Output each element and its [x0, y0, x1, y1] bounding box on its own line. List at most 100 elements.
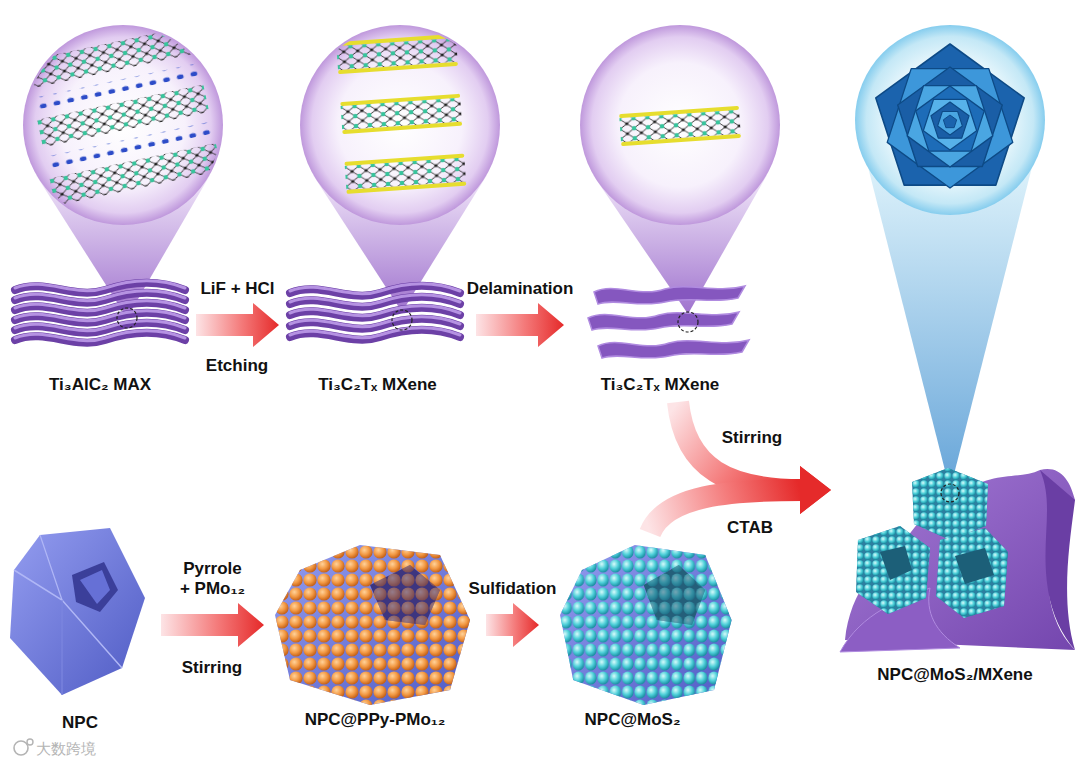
- material-stage: NPC@MoS₂/MXene: [835, 460, 1075, 690]
- sheet: [15, 331, 185, 343]
- polyhedron-hollow: [370, 565, 440, 625]
- polyhedron-hollow: [72, 562, 118, 612]
- process-arrow: [476, 303, 564, 347]
- polyhedron-hollow: [644, 565, 706, 625]
- process-arrow: [161, 603, 264, 647]
- cluster-hollow: [880, 546, 912, 580]
- arrow-shape: [161, 603, 264, 647]
- mxene-slab: [619, 106, 741, 146]
- petal: [941, 114, 957, 131]
- arrow-band: [650, 490, 802, 533]
- sheet: [598, 340, 749, 358]
- cluster: [856, 526, 930, 614]
- step-note: Etching: [206, 356, 268, 376]
- polyhedron-edge: [61, 600, 62, 695]
- step-note: CTAB: [727, 518, 773, 538]
- step-reagent: Sulfidation: [469, 579, 557, 599]
- magnifier: [855, 25, 1045, 490]
- coated-polyhedron: [275, 545, 470, 705]
- watermark: 大数跨境: [36, 739, 96, 759]
- arrow-shape: [196, 303, 279, 347]
- stage-label: NPC@MoS₂/MXene: [877, 665, 1032, 685]
- watermark-logo: [14, 739, 33, 755]
- magnifier-circle: [300, 25, 500, 225]
- delaminated-sheets: [588, 286, 749, 358]
- mos2-flower: [868, 32, 1040, 202]
- magnifier: [580, 25, 780, 314]
- magnifier-circle: [855, 25, 1045, 215]
- step-reagent: Pyrrole + PMo₁₂: [178, 559, 247, 599]
- material-stage: Ti₃AlC₂ MAX: [10, 270, 190, 400]
- polyhedron-body: [275, 545, 470, 705]
- sheet: [290, 328, 460, 340]
- coated-polyhedron: [560, 545, 732, 705]
- material-stage: NPC@PPy-PMo₁₂: [270, 535, 480, 735]
- sheet: [588, 312, 739, 330]
- mos2-coating: [644, 565, 706, 625]
- magnifier: [300, 25, 500, 312]
- polyhedron-hollow: [80, 570, 110, 604]
- stage-label: NPC@MoS₂: [585, 710, 681, 730]
- material-stage: Ti₃C₂Tₓ MXene: [285, 270, 470, 400]
- cluster: [936, 528, 1008, 618]
- process-arrow: [486, 603, 539, 647]
- material-stage: Ti₃C₂Tₓ MXene: [570, 270, 750, 400]
- step-note: Stirring: [182, 658, 242, 678]
- zoom-marker: [117, 308, 137, 328]
- arrow-head: [800, 466, 831, 514]
- petal: [905, 78, 999, 171]
- stage-label: NPC@PPy-PMo₁₂: [305, 710, 446, 730]
- petal: [934, 107, 964, 138]
- magnifier-cone: [868, 167, 1032, 490]
- atomic-layers: [619, 106, 741, 146]
- petal: [892, 55, 1019, 185]
- arrow-head: [800, 466, 831, 514]
- stage-label: NPC: [62, 713, 98, 733]
- cluster: [912, 468, 988, 540]
- atomic-layers: [336, 34, 466, 194]
- petal: [902, 70, 1006, 177]
- polyhedron-edge: [40, 535, 62, 600]
- cluster: [912, 468, 988, 540]
- mxene-slab: [336, 34, 458, 74]
- cluster: [936, 528, 1008, 618]
- step-reagent: LiF + HCl: [200, 279, 274, 299]
- polyhedron-body: [560, 545, 732, 705]
- mxene-slab: [344, 154, 466, 194]
- pmo12-coating: [370, 565, 440, 625]
- step-note: Stirring: [722, 428, 782, 448]
- arrow-band: [678, 402, 802, 490]
- polyhedron-body: [10, 528, 145, 695]
- mxene-slab: [340, 94, 462, 134]
- logo-ring: [14, 741, 28, 755]
- material-stage: NPC: [5, 520, 155, 738]
- logo-dot: [27, 739, 33, 745]
- atomic-layers: [25, 26, 222, 206]
- cluster-hollow: [955, 548, 994, 584]
- cluster: [856, 526, 930, 614]
- petal: [923, 98, 975, 150]
- material-stage: NPC@MoS₂: [545, 535, 720, 735]
- layered-sheets: [290, 284, 460, 340]
- polyhedron-edge: [14, 570, 122, 668]
- mos2-coating: [560, 545, 732, 705]
- npc-polyhedron: [10, 528, 145, 695]
- arrow-shape: [476, 303, 564, 347]
- magnifier-circle: [23, 25, 223, 225]
- step-reagent: Delamination: [467, 279, 574, 299]
- pmo12-coating: [275, 545, 470, 705]
- layered-sheets: [15, 281, 185, 343]
- lattice-slab: [50, 143, 222, 206]
- membrane-fold: [1040, 470, 1075, 650]
- process-arrow: [196, 303, 279, 347]
- magnifier: [23, 25, 223, 318]
- stage-label: Ti₃C₂Tₓ MXene: [601, 375, 720, 395]
- magnifier-circle: [580, 25, 780, 225]
- sheet: [594, 286, 745, 304]
- zoom-marker: [678, 312, 698, 332]
- zoom-marker: [392, 310, 412, 330]
- petal: [868, 32, 1040, 202]
